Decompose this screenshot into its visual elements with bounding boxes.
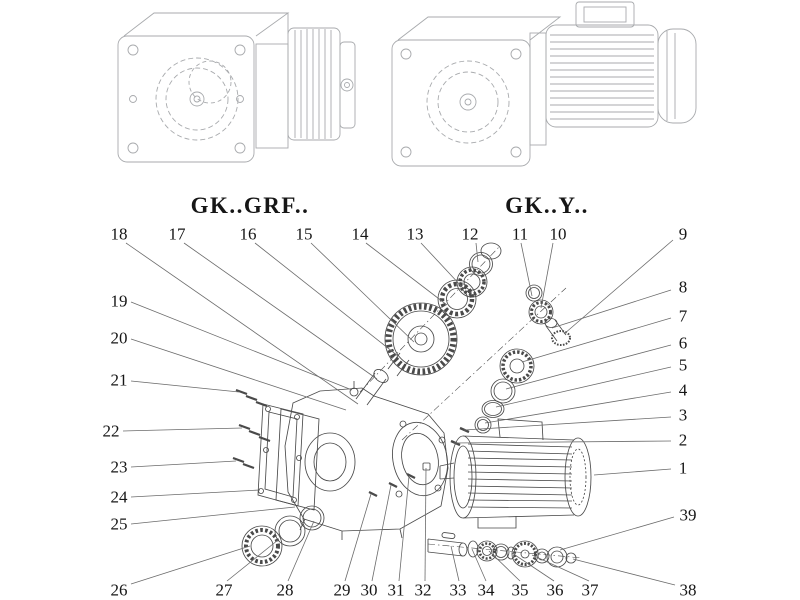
callout-36: 36 (546, 580, 564, 600)
exploded-flange-assembly (232, 388, 325, 567)
callout-26: 26 (110, 580, 128, 600)
exploded-fasteners (368, 462, 431, 497)
leader-line-30 (371, 484, 392, 582)
leader-line-39 (559, 516, 675, 551)
leader-line-10 (540, 242, 554, 309)
leader-line-12 (475, 242, 479, 263)
model-label-grf: GK..GRF.. (190, 193, 310, 218)
leader-line-1 (593, 468, 672, 476)
leader-line-8 (551, 289, 672, 329)
callout-27: 27 (215, 580, 233, 600)
callout-37: 37 (581, 580, 599, 600)
gearbox-grf-drawing (117, 12, 356, 163)
leader-line-35 (488, 550, 521, 582)
leader-line-14 (365, 242, 448, 306)
leader-line-15 (310, 242, 415, 343)
leader-line-16 (254, 242, 399, 357)
callout-10: 10 (549, 224, 567, 244)
callout-2: 2 (678, 430, 688, 450)
callout-11: 11 (511, 224, 529, 244)
axis-lines (359, 245, 583, 559)
callout-20: 20 (110, 328, 128, 348)
callout-4: 4 (678, 380, 688, 400)
leader-line-34 (471, 548, 487, 582)
leader-line-5 (495, 366, 672, 408)
callout-12: 12 (461, 224, 479, 244)
callout-32: 32 (414, 580, 432, 600)
callout-14: 14 (351, 224, 369, 244)
leader-line-3 (463, 416, 672, 431)
callout-25: 25 (110, 514, 128, 534)
exploded-view-drawing (232, 242, 592, 568)
callout-8: 8 (678, 277, 688, 297)
callout-29: 29 (333, 580, 351, 600)
leader-line-38 (572, 558, 676, 586)
callout-19: 19 (110, 291, 128, 311)
leader-line-23 (130, 460, 237, 468)
leader-line-11 (520, 242, 533, 297)
leader-line-24 (130, 489, 261, 498)
leader-line-21 (130, 380, 240, 393)
leader-line-32 (424, 467, 427, 582)
callout-33: 33 (449, 580, 467, 600)
callout-39: 39 (679, 505, 697, 525)
callout-15: 15 (295, 224, 313, 244)
leader-line-28 (287, 520, 315, 582)
callout-21: 21 (110, 370, 128, 390)
leader-line-27 (226, 539, 279, 582)
leader-line-25 (130, 506, 296, 525)
callout-38: 38 (679, 580, 697, 600)
callout-9: 9 (678, 224, 688, 244)
callout-35: 35 (511, 580, 529, 600)
leader-line-31 (398, 475, 410, 582)
leader-line-22 (122, 427, 243, 432)
callout-24: 24 (110, 487, 128, 507)
callout-23: 23 (110, 457, 128, 477)
leader-line-33 (450, 545, 460, 582)
callout-34: 34 (477, 580, 495, 600)
leader-line-19 (130, 301, 353, 391)
callout-28: 28 (276, 580, 294, 600)
callout-6: 6 (678, 333, 688, 353)
callout-31: 31 (387, 580, 405, 600)
callout-7: 7 (678, 306, 688, 326)
callout-22: 22 (102, 421, 120, 441)
leader-line-2 (453, 440, 672, 444)
exploded-pinion-stack (450, 284, 571, 447)
exploded-gear-stack (384, 242, 502, 377)
leader-line-7 (521, 317, 672, 363)
callout-30: 30 (360, 580, 378, 600)
model-label-y: GK..Y.. (505, 193, 589, 218)
callout-17: 17 (168, 224, 186, 244)
callout-3: 3 (678, 405, 688, 425)
leader-line-17 (183, 242, 378, 380)
leader-line-29 (344, 493, 372, 582)
leader-line-37 (531, 554, 590, 582)
callout-16: 16 (239, 224, 257, 244)
leader-line-4 (484, 391, 672, 424)
leader-line-20 (130, 338, 347, 411)
gearbox-y-drawing (391, 1, 697, 167)
callout-1: 1 (678, 458, 688, 478)
callout-13: 13 (406, 224, 424, 244)
callout-5: 5 (678, 355, 688, 375)
callout-18: 18 (110, 224, 128, 244)
leader-line-6 (505, 344, 672, 390)
leader-line-36 (511, 552, 555, 582)
leader-line-26 (130, 545, 251, 585)
exploded-motor (439, 418, 592, 529)
exploded-output-shaft (427, 532, 577, 568)
leader-line-13 (420, 242, 464, 289)
